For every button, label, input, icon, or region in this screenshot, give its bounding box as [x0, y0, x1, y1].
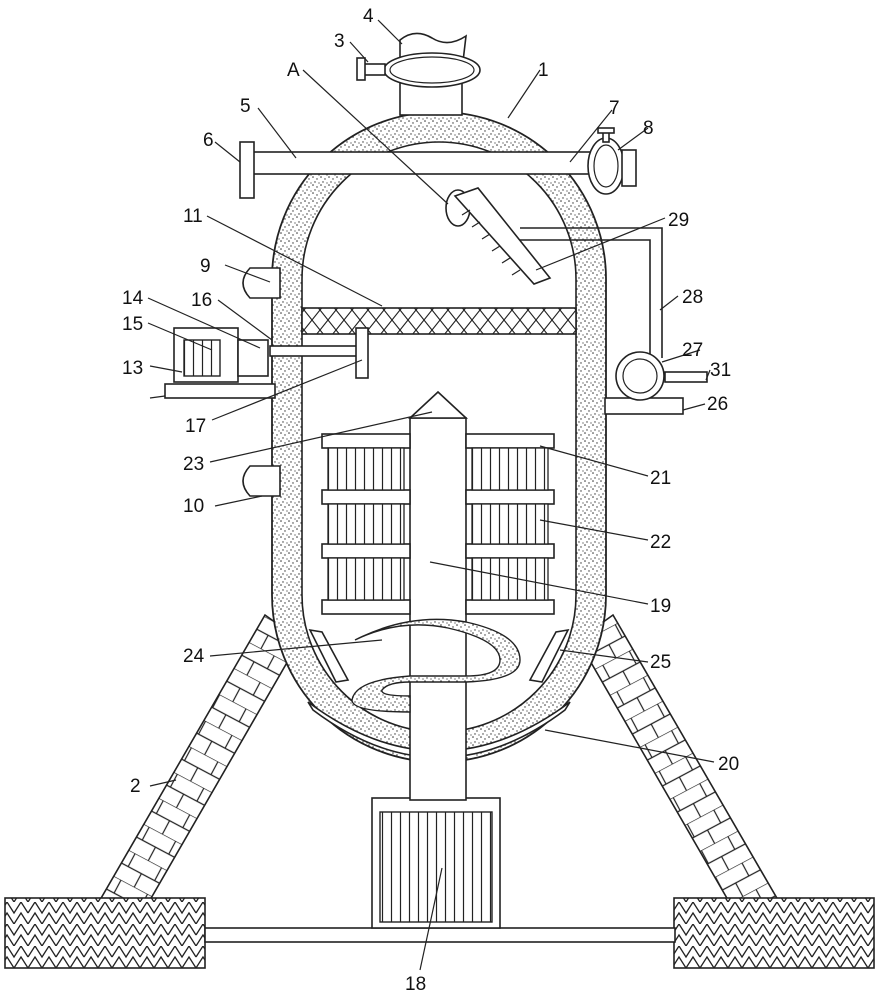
label-A: A — [287, 60, 300, 81]
label-24: 24 — [183, 646, 205, 667]
label-5: 5 — [240, 96, 251, 117]
label-11: 11 — [183, 206, 203, 227]
label-19: 19 — [650, 596, 671, 617]
label-13: 13 — [122, 358, 143, 379]
top-pipes — [239, 127, 637, 199]
label-15: 15 — [122, 314, 143, 335]
spray-assembly — [445, 187, 663, 358]
spiral-blade — [351, 618, 521, 713]
label-3: 3 — [334, 31, 345, 52]
feed-inlet — [356, 32, 481, 116]
label-10: 10 — [183, 496, 204, 517]
label-31: 31 — [710, 360, 731, 381]
label-7: 7 — [609, 98, 620, 119]
label-21: 21 — [650, 468, 671, 489]
label-23: 23 — [183, 454, 204, 475]
agitator-frame — [321, 433, 555, 615]
leader-lines — [147, 19, 715, 971]
label-18: 18 — [405, 974, 426, 995]
pump-unit — [604, 351, 708, 415]
label-29: 29 — [668, 210, 689, 231]
side-nozzles — [242, 267, 281, 497]
label-22: 22 — [650, 532, 671, 553]
bottom-cradle — [307, 701, 571, 759]
label-2: 2 — [130, 776, 141, 797]
label-6: 6 — [203, 130, 214, 151]
label-27: 27 — [682, 340, 703, 361]
label-20: 20 — [718, 754, 739, 775]
label-8: 8 — [643, 118, 654, 139]
label-14: 14 — [122, 288, 144, 309]
label-9: 9 — [200, 256, 211, 277]
label-4: 4 — [363, 6, 374, 27]
label-26: 26 — [707, 394, 728, 415]
label-1: 1 — [538, 60, 549, 81]
label-16: 16 — [191, 290, 212, 311]
baffles — [308, 628, 570, 683]
label-28: 28 — [682, 287, 703, 308]
side-motor — [164, 327, 369, 399]
central-shaft — [407, 390, 469, 801]
label-17: 17 — [185, 416, 206, 437]
base-feet — [4, 897, 875, 969]
drive-motor — [371, 797, 501, 929]
label-25: 25 — [650, 652, 671, 673]
filter-plate — [301, 307, 577, 335]
part-labels: 4 3 A 1 5 7 6 8 11 29 9 28 14 16 15 27 1… — [122, 6, 739, 995]
